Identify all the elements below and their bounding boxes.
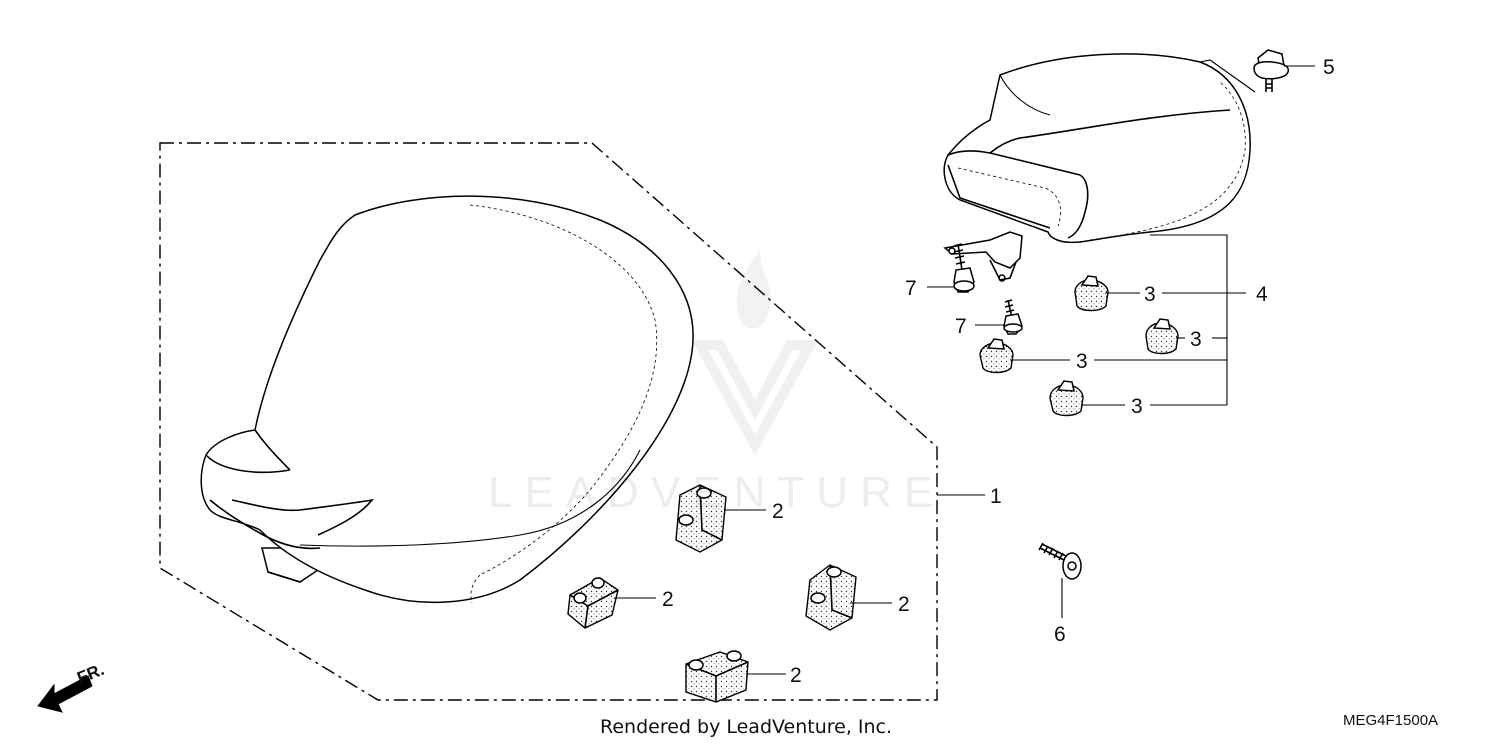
rubber-block-upper bbox=[675, 484, 727, 553]
rubber-block-middle-left bbox=[567, 577, 619, 629]
callout-2-upper: 2 bbox=[772, 500, 784, 523]
cushion-2 bbox=[1145, 318, 1179, 355]
callout-2-right: 2 bbox=[898, 593, 910, 616]
special-bolt bbox=[1038, 542, 1082, 580]
cushion-4 bbox=[1049, 380, 1084, 417]
bolt-upper bbox=[953, 243, 975, 293]
callout-labels: 1 2 2 2 2 3 3 3 3 4 5 6 7 7 bbox=[662, 56, 1335, 687]
cushion-3 bbox=[979, 338, 1014, 374]
callout-5: 5 bbox=[1323, 56, 1335, 79]
callout-3-middle: 3 bbox=[1076, 350, 1088, 373]
rubber-block-middle-right bbox=[805, 564, 857, 631]
footer-credit: Rendered by LeadVenture, Inc. bbox=[600, 716, 893, 738]
cap-nut bbox=[1253, 49, 1290, 92]
leader-lines bbox=[614, 59, 1315, 675]
callout-1: 1 bbox=[990, 485, 1002, 508]
callout-2-left: 2 bbox=[662, 588, 674, 611]
cushion-1 bbox=[1074, 275, 1109, 312]
pillion-seat bbox=[943, 53, 1251, 282]
callout-4: 4 bbox=[1256, 283, 1268, 306]
assembly-boundary bbox=[159, 142, 938, 701]
callout-3-top: 3 bbox=[1144, 283, 1156, 306]
callout-2-lower: 2 bbox=[790, 664, 802, 687]
diagram-code: MEG4F1500A bbox=[1343, 712, 1439, 729]
callout-3-right: 3 bbox=[1190, 328, 1202, 351]
rubber-block-lower bbox=[685, 650, 749, 703]
callout-7-lower: 7 bbox=[955, 315, 967, 338]
callout-3-bottom: 3 bbox=[1131, 395, 1143, 418]
front-direction-arrow: FR. bbox=[37, 660, 107, 713]
callout-6: 6 bbox=[1054, 623, 1066, 646]
front-direction-label: FR. bbox=[74, 660, 107, 688]
callout-7-upper: 7 bbox=[905, 277, 917, 300]
main-seat bbox=[200, 195, 694, 604]
bolt-lower bbox=[1003, 299, 1023, 335]
